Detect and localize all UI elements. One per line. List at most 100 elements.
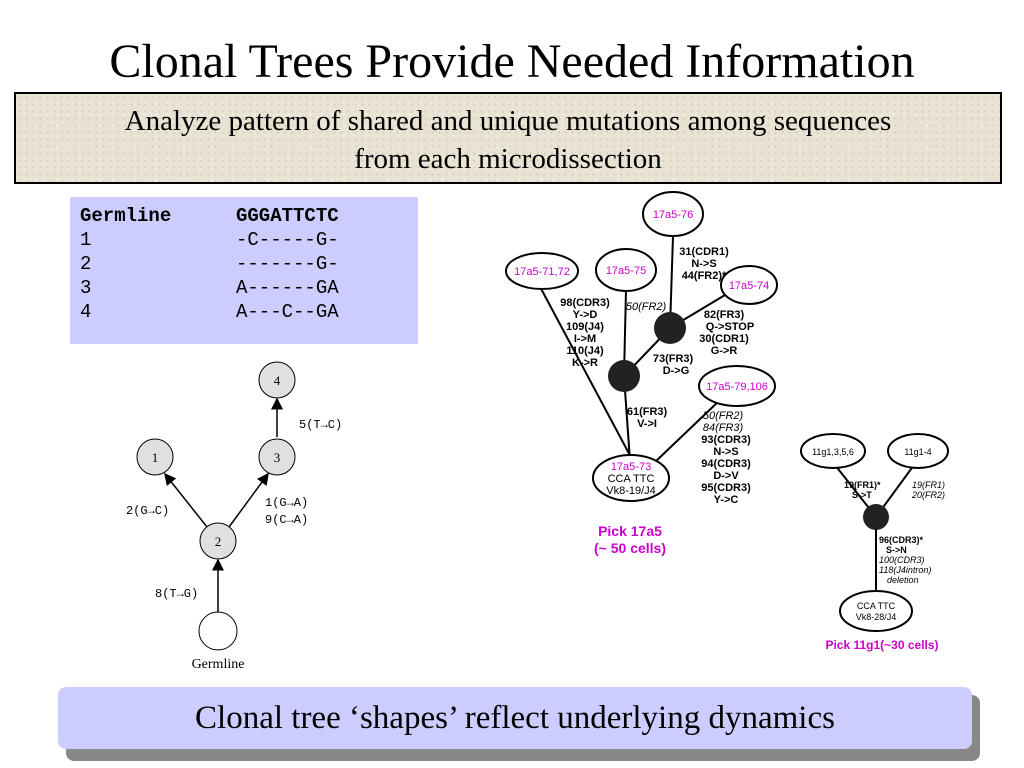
node-1: [136, 438, 174, 476]
node-17a5-73: [592, 454, 670, 502]
node-label: 11g1,3,5,6: [812, 447, 854, 457]
node-17a5-75: [595, 248, 657, 292]
mutation-label: 118(J4intron): [879, 565, 931, 575]
caption-17a5: Pick 17a5: [598, 523, 662, 539]
mutation-label: 2(G→C): [126, 504, 169, 518]
mutation-label: 1(G→A): [265, 496, 308, 510]
node-17a5-74: [720, 265, 778, 305]
node-3: [258, 438, 296, 476]
node-label: 17a5-73: [611, 461, 651, 473]
sequence-label: 4: [80, 301, 92, 323]
node-label: 17a5-71,72: [514, 266, 570, 278]
node-label: 17a5-75: [606, 265, 646, 277]
node-label: Vk8-19/J4: [606, 485, 656, 497]
mutation-label: 8(T→G): [155, 587, 198, 601]
sequence-value: A---C--GA: [236, 301, 339, 323]
caption-11g1: Pick 11g1(~30 cells): [825, 638, 938, 652]
internal-node: [608, 360, 640, 392]
sequence-table: Germline GGGATTCTC 1 -C-----G- 2 -------…: [70, 197, 418, 344]
germline-label: Germline: [192, 657, 245, 672]
caption-17a5: (~ 50 cells): [594, 540, 666, 556]
mutation-label: 82(FR3): [704, 309, 745, 321]
sequence-header-row: Germline GGGATTCTC: [80, 204, 418, 228]
mutation-label: S->N: [886, 545, 907, 555]
mutation-label: 94(CDR3): [701, 458, 751, 470]
node-11g1-3-5-6: [800, 433, 866, 469]
subtitle-box: Analyze pattern of shared and unique mut…: [14, 92, 1002, 184]
node-17a5-79-106: [698, 365, 776, 407]
node-2-label: 2: [215, 534, 222, 549]
mutation-label: Q->STOP: [706, 321, 754, 333]
subtitle-line-2: from each microdissection: [354, 143, 662, 175]
mutation-label: N->S: [691, 258, 716, 270]
mutation-label: 44(FR2)*: [682, 270, 727, 282]
node-germline: [198, 611, 238, 651]
mutation-label: 50(FR2): [626, 301, 667, 313]
sequence-row: 4 A---C--GA: [80, 300, 418, 324]
sequence-value: A------GA: [236, 277, 339, 299]
sequence-label: 1: [80, 229, 92, 251]
mutation-label: 61(FR3): [627, 406, 668, 418]
mutation-label: 84(FR3): [703, 422, 744, 434]
mutation-label: Y->C: [714, 494, 739, 506]
node-label: 11g1-4: [904, 447, 931, 457]
slide-title: Clonal Trees Provide Needed Information: [109, 35, 915, 88]
mutation-label: 9(C→A): [265, 513, 308, 527]
mutation-label: 96(CDR3)*: [879, 535, 924, 545]
node-3-label: 3: [274, 450, 281, 465]
mutation-label: 93(CDR3): [701, 434, 751, 446]
node-4-label: 4: [274, 373, 281, 388]
internal-node: [863, 504, 889, 530]
clonal-tree-11g1: 11g1,3,5,6 11g1-4 CCA TTC Vk8-28/J4 19(F…: [800, 433, 949, 652]
mutation-label: D->V: [713, 470, 739, 482]
mutation-label: 100(CDR3): [879, 555, 925, 565]
mutation-label: G->R: [711, 345, 738, 357]
tree-edge: [654, 399, 721, 463]
node-1-label: 1: [152, 450, 159, 465]
mutation-label: 20(FR2): [911, 490, 945, 500]
mutation-label: 30(CDR1): [699, 333, 749, 345]
node-label: CCA TTC: [608, 473, 655, 485]
sequence-row: 2 -------G-: [80, 252, 418, 276]
mutation-label: N->S: [713, 446, 738, 458]
mutation-label: S->T: [852, 490, 872, 500]
clonal-tree-17a5: 17a5-76 17a5-71,72 17a5-75 17a5-74 17a5-…: [505, 191, 778, 556]
sequence-label: 2: [80, 253, 92, 275]
subtitle-line-1: Analyze pattern of shared and unique mut…: [124, 105, 892, 137]
mutation-label: deletion: [887, 575, 919, 585]
mutation-label: V->I: [637, 418, 657, 430]
mutation-label: 73(FR3): [653, 353, 694, 365]
mutation-label: Y->D: [573, 309, 598, 321]
node-label: 17a5-79,106: [706, 381, 768, 393]
mutation-label: 109(J4): [566, 321, 604, 333]
mutation-label: 95(CDR3): [701, 482, 751, 494]
mutation-label: I->M: [574, 333, 596, 345]
mutation-label: 19(FR1): [912, 480, 945, 490]
sequence-value: GGGATTCTC: [236, 205, 339, 227]
sequence-value: -C-----G-: [236, 229, 339, 251]
node-label: 17a5-74: [729, 280, 769, 292]
mutation-label: D->G: [663, 365, 690, 377]
node-label: Vk8-28/J4: [856, 612, 897, 622]
node-11g1-4: [887, 433, 949, 469]
sequence-label: 3: [80, 277, 92, 299]
internal-node: [654, 312, 686, 344]
node-4: [258, 361, 296, 399]
mutation-label: 19(FR1)*: [844, 480, 881, 490]
simple-clonal-tree: 1 2 3 4 Germline 8(T→G) 2(G→C) 1(G→A) 9(…: [126, 361, 342, 672]
node-11g1-root: [839, 590, 913, 632]
mutation-label: 5(T→C): [299, 418, 342, 432]
sequence-label: Germline: [80, 205, 172, 227]
node-2: [199, 522, 237, 560]
mutation-label: K->R: [572, 357, 598, 369]
mutation-label: 50(FR2): [703, 410, 744, 422]
node-label: 17a5-76: [653, 209, 693, 221]
mutation-label: 31(CDR1): [679, 246, 729, 258]
node-17a5-71-72: [505, 252, 579, 290]
sequence-value: -------G-: [236, 253, 339, 275]
bottom-banner: Clonal tree ‘shapes’ reflect underlying …: [58, 687, 972, 749]
mutation-label: 98(CDR3): [560, 297, 610, 309]
edge-2-3: [228, 472, 269, 528]
sequence-row: 3 A------GA: [80, 276, 418, 300]
edge-2-1: [164, 472, 208, 528]
